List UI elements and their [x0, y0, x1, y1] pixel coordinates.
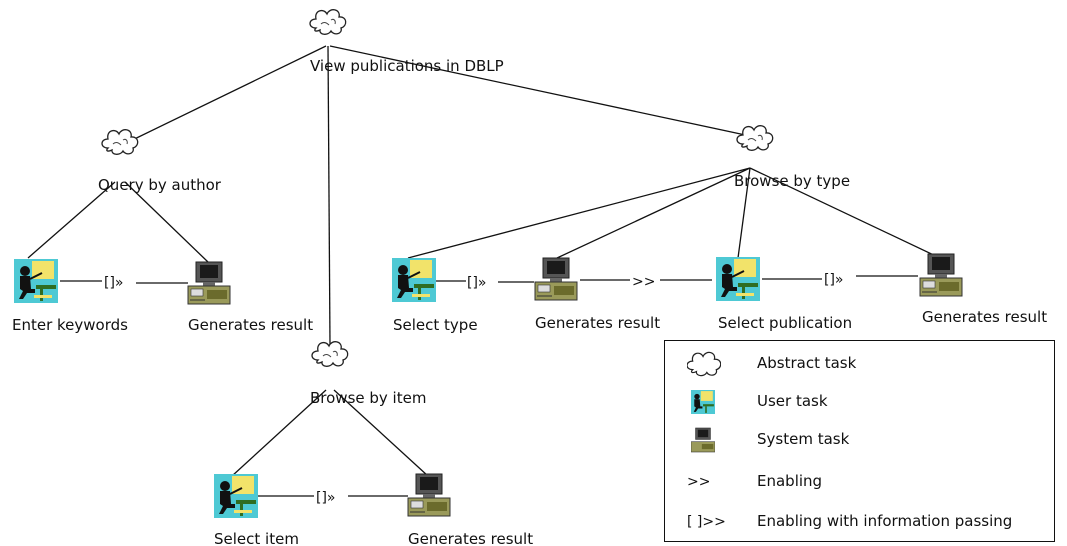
- legend: Abstract task User task System task >> E…: [664, 340, 1055, 542]
- legend-row-enabling: >> Enabling: [665, 463, 1054, 499]
- legend-row-abstract: Abstract task: [665, 345, 1054, 381]
- legend-info-label: Enabling with information passing: [757, 512, 1013, 530]
- node-enter-keywords: Enter keywords: [12, 316, 128, 334]
- legend-row-info: [ ]>> Enabling with information passing: [665, 503, 1054, 539]
- node-gen-pub: Generates result: [922, 308, 1047, 326]
- legend-info-symbol: [ ]>>: [687, 514, 726, 530]
- edge-type-gen: [556, 167, 751, 259]
- op-info-author: []»: [104, 275, 124, 291]
- system-task-icon-type: [534, 257, 578, 301]
- legend-row-user: User task: [665, 383, 1054, 419]
- legend-enabling-symbol: >>: [687, 474, 711, 490]
- node-gen-item: Generates result: [408, 530, 533, 546]
- edge-root-type: [329, 45, 751, 137]
- cloud-icon-item: [311, 341, 349, 367]
- edge-author-gen: [124, 181, 209, 263]
- node-root-label: View publications in DBLP: [310, 57, 504, 75]
- legend-system-label: System task: [757, 430, 850, 448]
- edge-item-select: [231, 389, 327, 477]
- system-task-icon-item: [407, 473, 451, 517]
- cloud-icon: [687, 351, 721, 377]
- edge-root-item: [327, 45, 331, 346]
- edge-type-select: [407, 167, 751, 259]
- node-gen-type: Generates result: [535, 314, 660, 332]
- legend-enabling-label: Enabling: [757, 472, 823, 490]
- node-select-type: Select type: [393, 316, 478, 334]
- tree-edges: [27, 45, 941, 477]
- edge-root-author: [119, 45, 327, 147]
- legend-row-system: System task: [665, 421, 1054, 457]
- node-select-publication: Select publication: [718, 314, 852, 332]
- user-task-icon-select-type: [391, 257, 437, 303]
- node-author-label: Query by author: [98, 176, 222, 194]
- op-info-item: []»: [316, 490, 336, 506]
- node-select-item: Select item: [214, 530, 299, 546]
- legend-abstract-label: Abstract task: [757, 354, 857, 372]
- edge-item-gen: [333, 389, 429, 477]
- user-task-icon-select-item: [213, 473, 259, 519]
- edge-type-selectpub: [737, 167, 751, 259]
- operator-edges: [60, 275, 918, 497]
- user-task-icon-select-pub: [715, 256, 761, 302]
- user-task-icon: [691, 390, 715, 414]
- cloud-icon-root: [309, 9, 347, 35]
- edge-author-enter: [27, 181, 116, 259]
- system-task-icon-pub: [919, 253, 963, 297]
- cloud-icon-type: [736, 125, 774, 151]
- op-info-type: []»: [467, 275, 487, 291]
- node-gen-author: Generates result: [188, 316, 313, 334]
- node-type-label: Browse by type: [734, 172, 850, 190]
- op-enabling: >>: [632, 274, 655, 290]
- legend-user-label: User task: [757, 392, 828, 410]
- cloud-icon-author: [101, 129, 139, 155]
- edge-type-gen2: [749, 167, 941, 259]
- node-item-label: Browse by item: [310, 389, 426, 407]
- user-task-icon-enter: [13, 258, 59, 304]
- system-task-icon: [691, 427, 715, 453]
- op-info-pub: []»: [824, 272, 844, 288]
- system-task-icon-author: [187, 261, 231, 305]
